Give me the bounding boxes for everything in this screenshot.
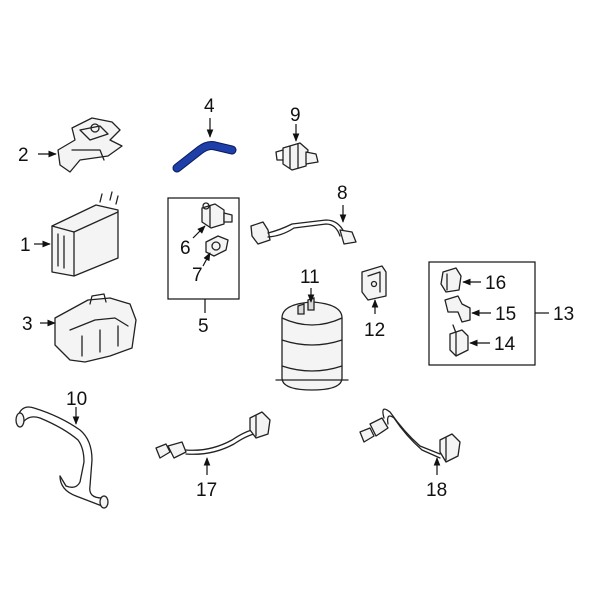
part-11-canister[interactable] <box>275 297 349 391</box>
callout-14: 14 <box>494 334 516 355</box>
part-9-valve[interactable] <box>275 142 319 171</box>
callout-12: 12 <box>364 320 385 341</box>
part-18-oxygen-sensor[interactable] <box>359 408 461 463</box>
part-6-solenoid[interactable] <box>201 202 233 229</box>
callout-16: 16 <box>485 273 506 294</box>
callout-11: 11 <box>300 267 320 288</box>
part-17-oxygen-sensor[interactable] <box>155 411 271 459</box>
part-3-housing[interactable] <box>54 293 137 363</box>
leader-6 <box>192 225 206 239</box>
callout-13: 13 <box>553 304 574 325</box>
callout-4: 4 <box>204 96 215 117</box>
callout-17: 17 <box>196 480 217 501</box>
part-14-valve[interactable] <box>449 324 469 357</box>
callout-1: 1 <box>20 235 31 256</box>
callout-18: 18 <box>426 480 447 501</box>
part-8-sensor[interactable] <box>250 219 357 245</box>
callout-2: 2 <box>18 145 29 166</box>
callout-10: 10 <box>66 389 87 410</box>
part-16-cap[interactable] <box>440 267 462 293</box>
leader-7 <box>202 252 211 267</box>
callout-3: 3 <box>22 314 33 335</box>
part-7-clip[interactable] <box>205 235 229 257</box>
callout-6: 6 <box>180 238 191 259</box>
part-1-canister[interactable] <box>51 191 119 277</box>
callout-15: 15 <box>495 304 516 325</box>
group-box-5 <box>167 197 240 300</box>
part-2-bracket[interactable] <box>57 117 123 173</box>
callout-9: 9 <box>290 105 301 126</box>
callout-5: 5 <box>198 316 209 337</box>
callout-8: 8 <box>337 183 348 204</box>
part-15-bracket[interactable] <box>444 295 471 323</box>
part-12-bracket[interactable] <box>361 265 387 301</box>
part-10-hose[interactable] <box>15 406 109 509</box>
callout-7: 7 <box>192 265 203 286</box>
part-4-hose[interactable] <box>172 141 237 173</box>
